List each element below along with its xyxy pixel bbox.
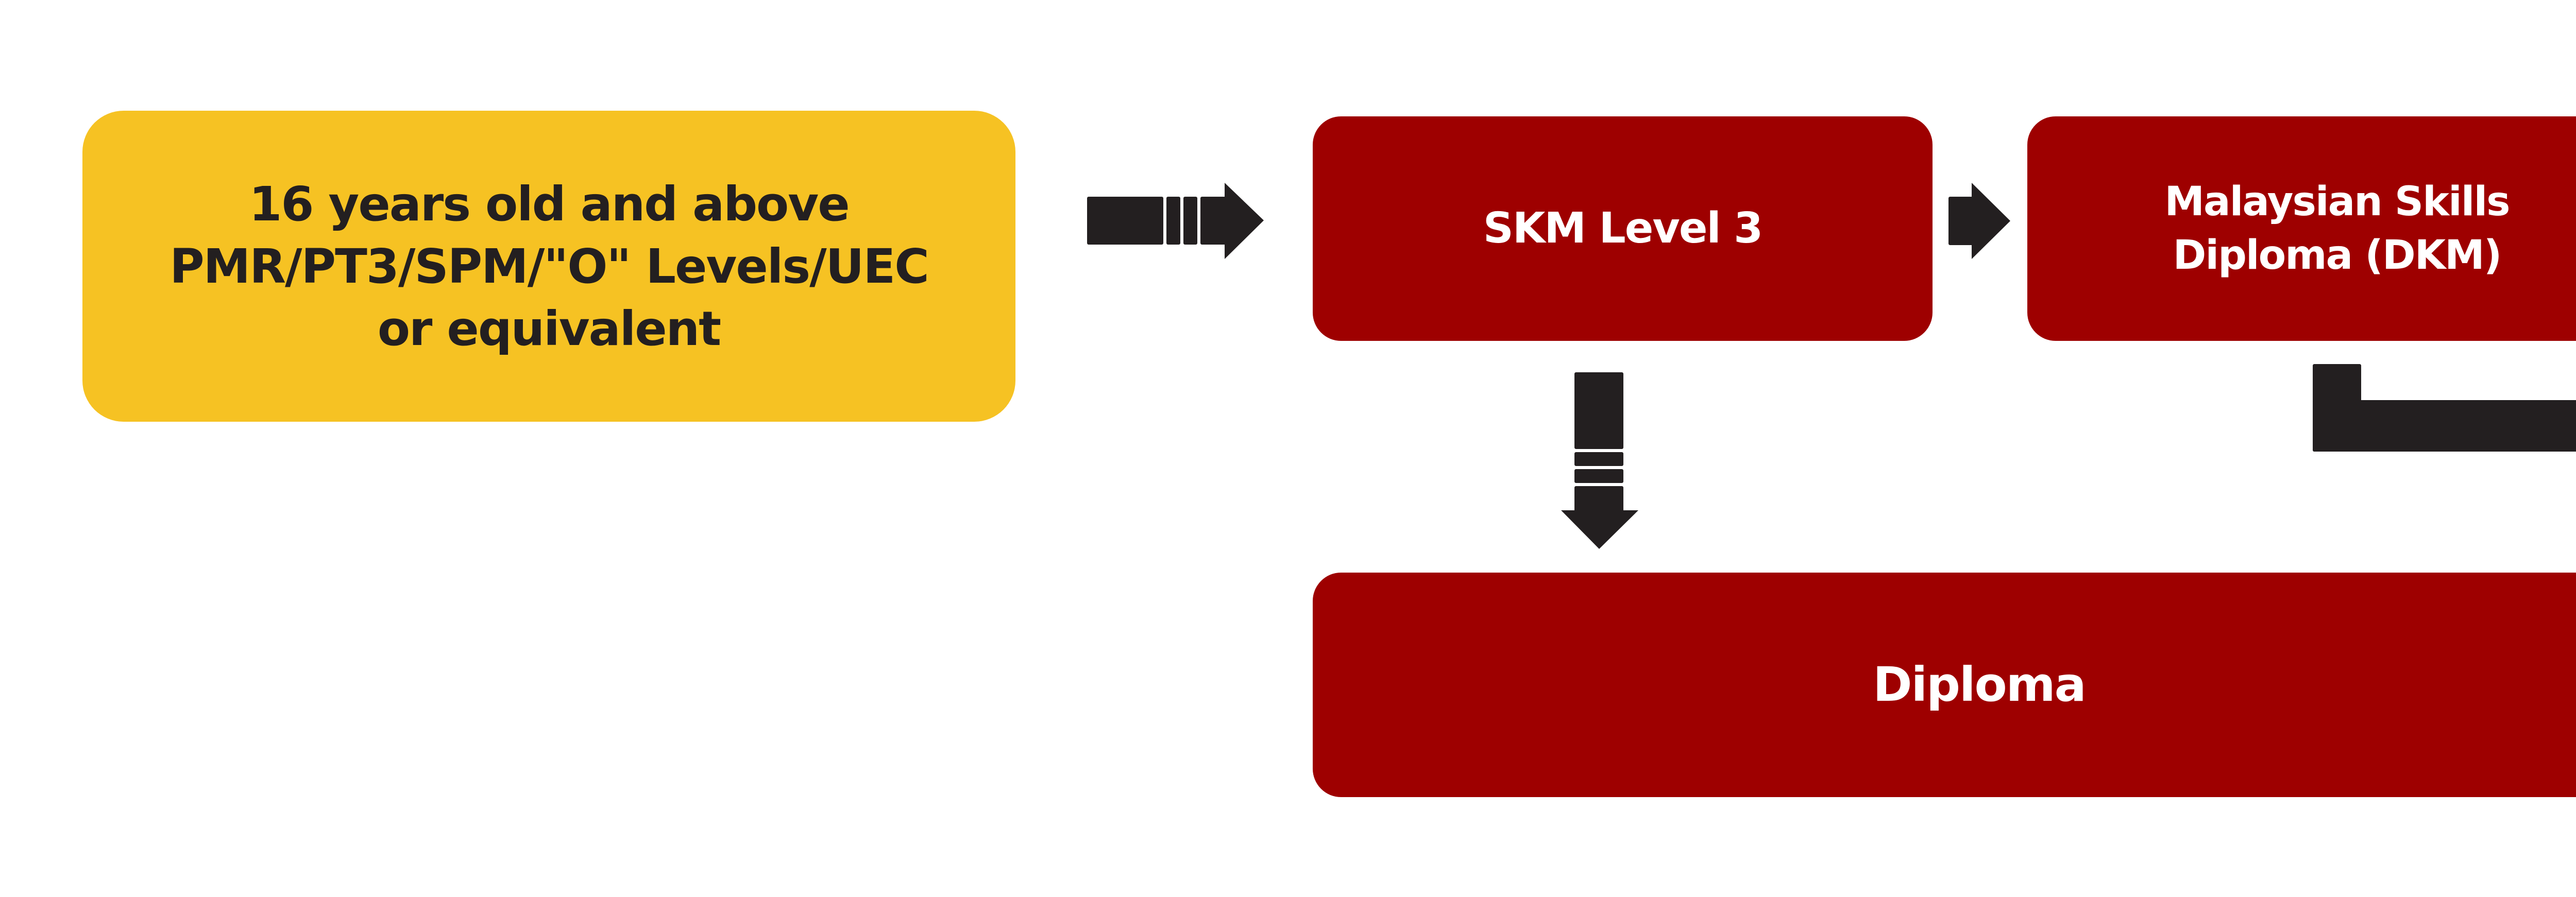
- dkm-box: Malaysian Skills Diploma (DKM): [2027, 116, 2576, 341]
- entry-requirements-label: 16 years old and above PMR/PT3/SPM/"O" L…: [170, 176, 929, 356]
- arrow-right-icon: [1087, 183, 1264, 259]
- arrow-right-icon: [1948, 183, 2010, 259]
- elbow-arrow-down-icon: [2313, 364, 2576, 452]
- dkm-label: Malaysian Skills Diploma (DKM): [2164, 179, 2510, 279]
- diploma-box: Diploma: [1313, 573, 2576, 797]
- diploma-label: Diploma: [1873, 657, 2086, 712]
- entry-requirements-box: 16 years old and above PMR/PT3/SPM/"O" L…: [82, 111, 1015, 422]
- arrow-down-icon: [1561, 372, 1638, 549]
- skm-level-3-label: SKM Level 3: [1483, 204, 1763, 253]
- skm-level-3-box: SKM Level 3: [1313, 116, 1933, 341]
